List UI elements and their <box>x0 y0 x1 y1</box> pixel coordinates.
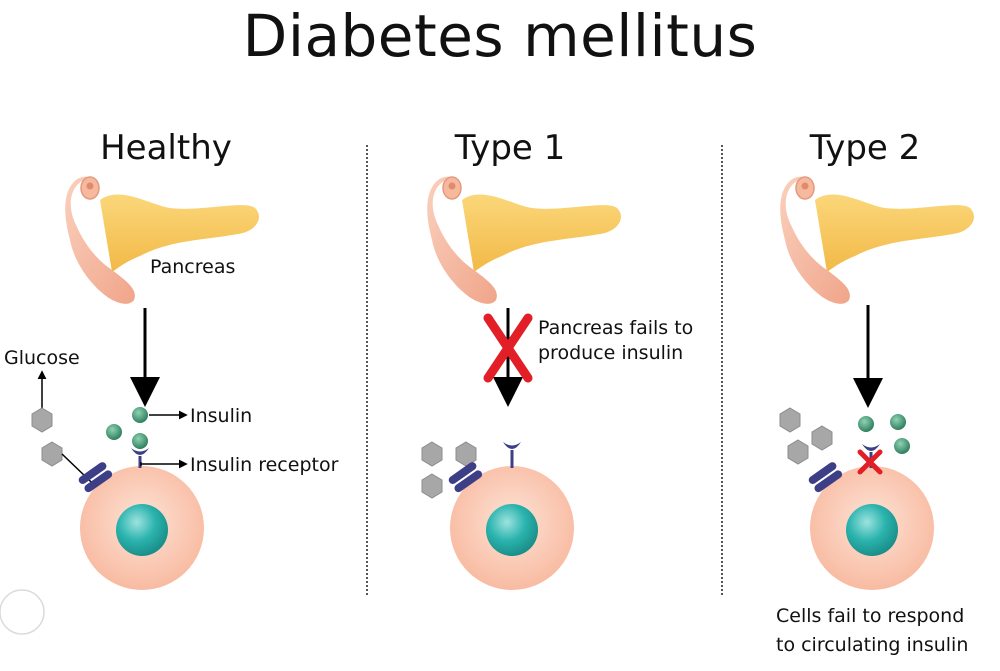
heading-healthy: Healthy <box>100 128 232 168</box>
nucleus-healthy <box>116 504 168 556</box>
note-type2-line2: to circulating insulin <box>776 634 969 656</box>
glucose-molecule <box>811 425 833 451</box>
note-type2-line1: Cells fail to respond <box>776 605 965 627</box>
panel-divider-2 <box>721 145 723 595</box>
insulin-molecule <box>890 414 906 430</box>
insulin-molecule <box>106 424 122 440</box>
glucose-molecule <box>41 441 63 467</box>
pancreas-healthy <box>65 176 259 304</box>
note-type1-line1: Pancreas fails to <box>538 317 694 339</box>
insulin-receptor <box>503 442 521 449</box>
pancreas-type1 <box>427 176 621 304</box>
glucose-molecule <box>787 439 809 465</box>
nucleus-type1 <box>486 504 538 556</box>
glucose-transporter <box>78 462 113 493</box>
note-type1-line2: produce insulin <box>538 342 684 364</box>
diagram-title: Diabetes mellitus <box>242 2 758 70</box>
glucose-transporter <box>808 462 843 493</box>
label-pancreas: Pancreas <box>150 256 236 278</box>
watermark-logo <box>0 589 45 635</box>
pancreas-type2 <box>780 176 974 304</box>
label-insulin: Insulin <box>190 405 253 427</box>
heading-type1: Type 1 <box>454 128 566 168</box>
label-insulin-receptor: Insulin receptor <box>190 454 339 476</box>
insulin-receptor <box>131 448 149 455</box>
heading-type2: Type 2 <box>809 128 921 168</box>
insulin-molecule <box>858 416 874 432</box>
insulin-molecule <box>132 433 148 449</box>
insulin-molecule <box>132 407 148 423</box>
insulin-molecule <box>894 438 910 454</box>
nucleus-type2 <box>846 504 898 556</box>
label-glucose: Glucose <box>4 347 80 369</box>
glucose-molecule <box>31 407 53 433</box>
panel-divider-1 <box>366 145 368 595</box>
insulin-receptor <box>862 444 880 451</box>
blocked-cross-type2 <box>857 449 883 475</box>
blocked-cross-type1 <box>483 313 533 383</box>
glucose-transporter <box>448 462 483 493</box>
glucose-molecule <box>421 441 443 467</box>
glucose-molecule <box>779 407 801 433</box>
glucose-molecule <box>421 473 443 499</box>
